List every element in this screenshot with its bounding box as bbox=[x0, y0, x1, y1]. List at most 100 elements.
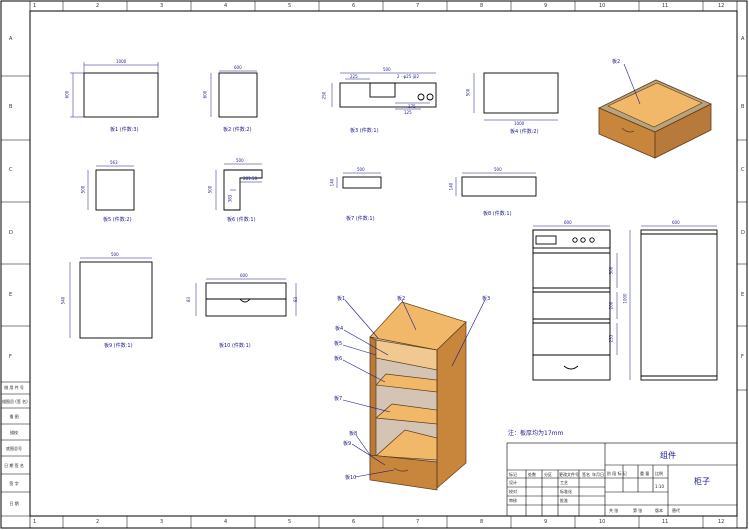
side-label-6: 日 期 签 名 bbox=[4, 463, 24, 468]
zone-label-f-right: F bbox=[741, 354, 744, 360]
zone-num-12: 12 bbox=[718, 3, 725, 9]
zone-label-b-right: B bbox=[741, 104, 745, 110]
assembly-callout-4: 板4 bbox=[335, 326, 344, 332]
zone-num-5: 5 bbox=[288, 3, 292, 9]
drawer-callout-label: 板2 bbox=[612, 59, 621, 65]
v10-width-dim: 600 bbox=[240, 273, 248, 278]
tb-weight-label: 重 量 bbox=[640, 471, 650, 476]
v6-height-dim: 500 bbox=[207, 185, 213, 194]
v3-dim-d: 125 bbox=[404, 110, 412, 115]
zone-num-11: 11 bbox=[662, 3, 669, 9]
v9-caption: 板9 (件数:1) bbox=[104, 343, 133, 349]
v6-dim-b: 281.58 bbox=[243, 176, 257, 181]
zone-num-4-bottom: 4 bbox=[224, 519, 228, 525]
tb-role-check: 校对 bbox=[509, 489, 517, 494]
zone-num-9-bottom: 9 bbox=[544, 519, 548, 525]
zone-num-7: 7 bbox=[416, 3, 420, 9]
v3-width-dim: 500 bbox=[383, 67, 391, 72]
zone-num-2-bottom: 2 bbox=[96, 519, 100, 525]
side-label-8: 日 期 bbox=[9, 501, 19, 506]
view-board-5 bbox=[95, 169, 135, 211]
zone-num-1: 1 bbox=[33, 3, 37, 9]
v3-caption: 板3 (件数:1) bbox=[350, 128, 379, 134]
zone-label-c: C bbox=[9, 167, 13, 173]
v3-dim-e: 175 bbox=[408, 104, 416, 109]
zone-num-12-bottom: 12 bbox=[718, 519, 725, 525]
tb-total-sheets: 共 张 bbox=[609, 508, 619, 513]
v3-dim-b: 2 - φ25 深2 bbox=[397, 74, 420, 79]
side-label-3: 描 图 bbox=[9, 414, 19, 419]
zone-num-2: 2 bbox=[96, 3, 100, 9]
assembly-callout-6: 板6 bbox=[334, 356, 343, 362]
view-board-2 bbox=[218, 72, 258, 118]
assembly-callout-8: 板8 bbox=[349, 431, 358, 437]
zone-num-10: 10 bbox=[599, 3, 606, 9]
v4-caption: 板4 (件数:2) bbox=[510, 129, 539, 135]
tb-role-approve: 批准 bbox=[560, 498, 568, 503]
v2-caption: 板2 (件数:2) bbox=[223, 127, 252, 133]
v1-height-dim: 600 bbox=[64, 90, 70, 99]
v7-width-dim: 500 bbox=[357, 167, 365, 172]
v3-dim-a: 225 bbox=[350, 74, 358, 79]
zone-num-9: 9 bbox=[544, 3, 548, 9]
thickness-note: 注：板厚均为17mm bbox=[508, 430, 564, 437]
assembly-callout-2: 板2 bbox=[397, 296, 406, 302]
zone-label-b: B bbox=[9, 104, 13, 110]
v9-width-dim: 500 bbox=[111, 252, 119, 257]
side-label-4: 描校 bbox=[10, 430, 18, 435]
tb-scale-label: 比例 bbox=[655, 471, 663, 476]
view-board-9 bbox=[79, 261, 153, 339]
zone-label-f: F bbox=[9, 354, 12, 360]
tb-row-count: 处数 bbox=[528, 472, 536, 477]
assembly-callout-9: 板9 bbox=[343, 441, 352, 447]
drawer-3d-view bbox=[598, 79, 712, 159]
zone-num-3: 3 bbox=[160, 3, 164, 9]
cabinet-front-view bbox=[532, 229, 611, 381]
zone-num-5-bottom: 5 bbox=[288, 519, 292, 525]
zone-num-10-bottom: 10 bbox=[599, 519, 606, 525]
tb-row-date: 年月日 bbox=[592, 472, 604, 477]
view-board-6 bbox=[223, 169, 263, 211]
v8-caption: 板8 (件数:1) bbox=[483, 211, 512, 217]
v2-height-dim: 600 bbox=[202, 90, 208, 99]
v3-dim-c: 250 bbox=[321, 91, 327, 100]
dimension-lines bbox=[69, 62, 717, 380]
side-width-dim: 600 bbox=[672, 220, 680, 225]
tb-role-standard: 标准化 bbox=[560, 489, 572, 494]
tb-scale-value: 1:10 bbox=[655, 484, 664, 489]
tb-replace: 替代 bbox=[672, 508, 680, 513]
zone-num-11-bottom: 11 bbox=[662, 519, 669, 525]
zone-num-8-bottom: 8 bbox=[480, 519, 484, 525]
cabinet-3d-assembly bbox=[369, 301, 467, 491]
v10-left-dim: 83 bbox=[186, 296, 192, 303]
tb-stage-label: 阶 段 标 记 bbox=[607, 471, 627, 476]
view-board-4 bbox=[483, 72, 559, 114]
v4-width-dim: 1000 bbox=[514, 121, 525, 126]
v7-height-dim: 140 bbox=[329, 178, 335, 187]
view-board-8 bbox=[461, 176, 537, 197]
zone-num-7-bottom: 7 bbox=[416, 519, 420, 525]
v5-width-dim: 563 bbox=[110, 160, 118, 165]
tb-row-change-doc: 更改文件号 bbox=[559, 472, 579, 477]
tb-row-zone: 分区 bbox=[544, 472, 552, 477]
assembly-callout-5: 板5 bbox=[334, 341, 343, 347]
tb-sheet-no: 第 张 bbox=[633, 508, 643, 513]
zone-num-6-bottom: 6 bbox=[352, 519, 356, 525]
assembly-callout-10: 板10 bbox=[345, 475, 357, 481]
v6-dim-a: 383 bbox=[227, 194, 233, 203]
assembly-callout-7: 板7 bbox=[334, 396, 343, 402]
zone-num-6: 6 bbox=[352, 3, 356, 9]
v10-caption: 板10 (件数:1) bbox=[219, 343, 251, 349]
v8-width-dim: 500 bbox=[494, 167, 502, 172]
zone-label-d: D bbox=[9, 230, 13, 236]
zone-label-a: A bbox=[9, 36, 13, 42]
v5-height-dim: 500 bbox=[80, 185, 86, 194]
assembly-callout-1: 板1 bbox=[337, 296, 346, 302]
v1-width-dim: 1000 bbox=[116, 59, 127, 64]
v10-right-dim: 83 bbox=[293, 296, 299, 303]
front-height-dim: 1000 bbox=[622, 293, 628, 304]
front-dim-c: 235 bbox=[608, 334, 614, 343]
